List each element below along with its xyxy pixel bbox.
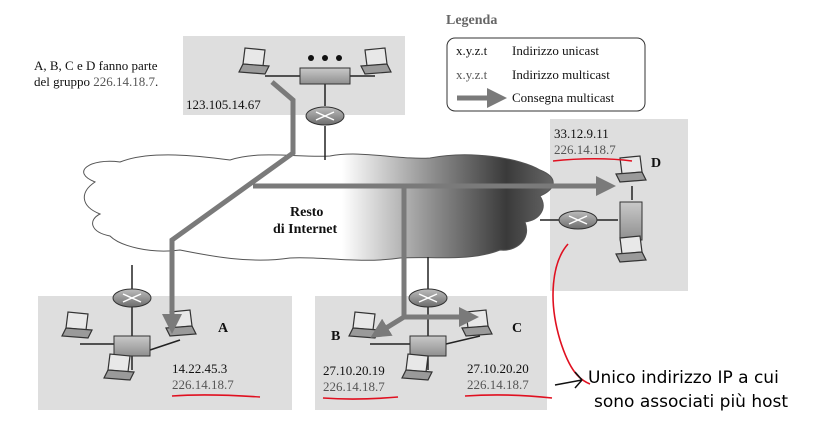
laptop-icon xyxy=(238,47,270,75)
intro-line-2: del gruppo 226.14.18.7. xyxy=(34,75,158,88)
laptop-icon xyxy=(103,353,135,381)
router-right xyxy=(558,210,598,230)
legend-multicast-sample: x.y.z.t xyxy=(456,67,488,82)
internet-label-line-2: di Internet xyxy=(273,222,338,237)
multicast-paths xyxy=(162,80,616,338)
host-b-label: B xyxy=(331,329,341,344)
internet-cloud xyxy=(83,153,554,261)
router-middle xyxy=(408,288,448,308)
top-unicast-address: 123.105.14.67 xyxy=(186,97,261,112)
switch-top xyxy=(299,67,351,85)
host-b-unicast: 27.10.20.19 xyxy=(323,363,385,378)
host-c-unicast: 27.10.20.20 xyxy=(467,361,529,376)
annotation-line-2: sono associati più host xyxy=(594,392,789,412)
annotation-arrow-icon xyxy=(554,371,583,389)
host-c-multicast: 226.14.18.7 xyxy=(467,377,529,392)
intro-suffix: . xyxy=(154,74,159,89)
router-left xyxy=(112,288,152,308)
legend-unicast-sample: x.y.z.t xyxy=(456,43,488,58)
host-b-multicast: 226.14.18.7 xyxy=(323,379,385,394)
host-c-label: C xyxy=(512,321,523,336)
multicast-arrow-to-a xyxy=(162,80,296,334)
internet-label-line-1: Resto xyxy=(290,205,324,220)
laptop-icon xyxy=(360,47,392,75)
laptop-icon xyxy=(615,235,647,263)
host-d-unicast: 33.12.9.11 xyxy=(554,126,609,141)
legend-delivery-label: Consegna multicast xyxy=(512,90,615,105)
laptop-icon xyxy=(401,353,433,381)
intro-group-address: 226.14.18.7 xyxy=(93,74,155,89)
intro-line-1: A, B, C e D fanno parte xyxy=(34,58,158,73)
legend-multicast-label: Indirizzo multicast xyxy=(512,67,610,82)
laptop-group xyxy=(61,47,647,381)
switch-middle xyxy=(409,335,447,357)
ellipsis-icon xyxy=(308,55,342,61)
red-underlines xyxy=(171,157,633,400)
intro-prefix: del gruppo xyxy=(34,74,94,89)
host-a-multicast: 226.14.18.7 xyxy=(172,377,234,392)
annotation-line-1: Unico indirizzo IP a cui xyxy=(588,368,779,388)
lan-box-right xyxy=(550,119,688,291)
multicast-arrow-to-b xyxy=(370,314,406,338)
legend-title: Legenda xyxy=(446,13,498,28)
switch-left xyxy=(113,335,151,357)
router-top xyxy=(305,106,345,126)
switch-right xyxy=(619,201,643,241)
host-a-unicast: 14.22.45.3 xyxy=(172,361,228,376)
legend-unicast-label: Indirizzo unicast xyxy=(512,43,599,58)
laptop-icon xyxy=(61,311,93,339)
host-a-label: A xyxy=(218,321,229,336)
host-d-label: D xyxy=(651,156,662,171)
host-d-multicast: 226.14.18.7 xyxy=(554,142,616,157)
